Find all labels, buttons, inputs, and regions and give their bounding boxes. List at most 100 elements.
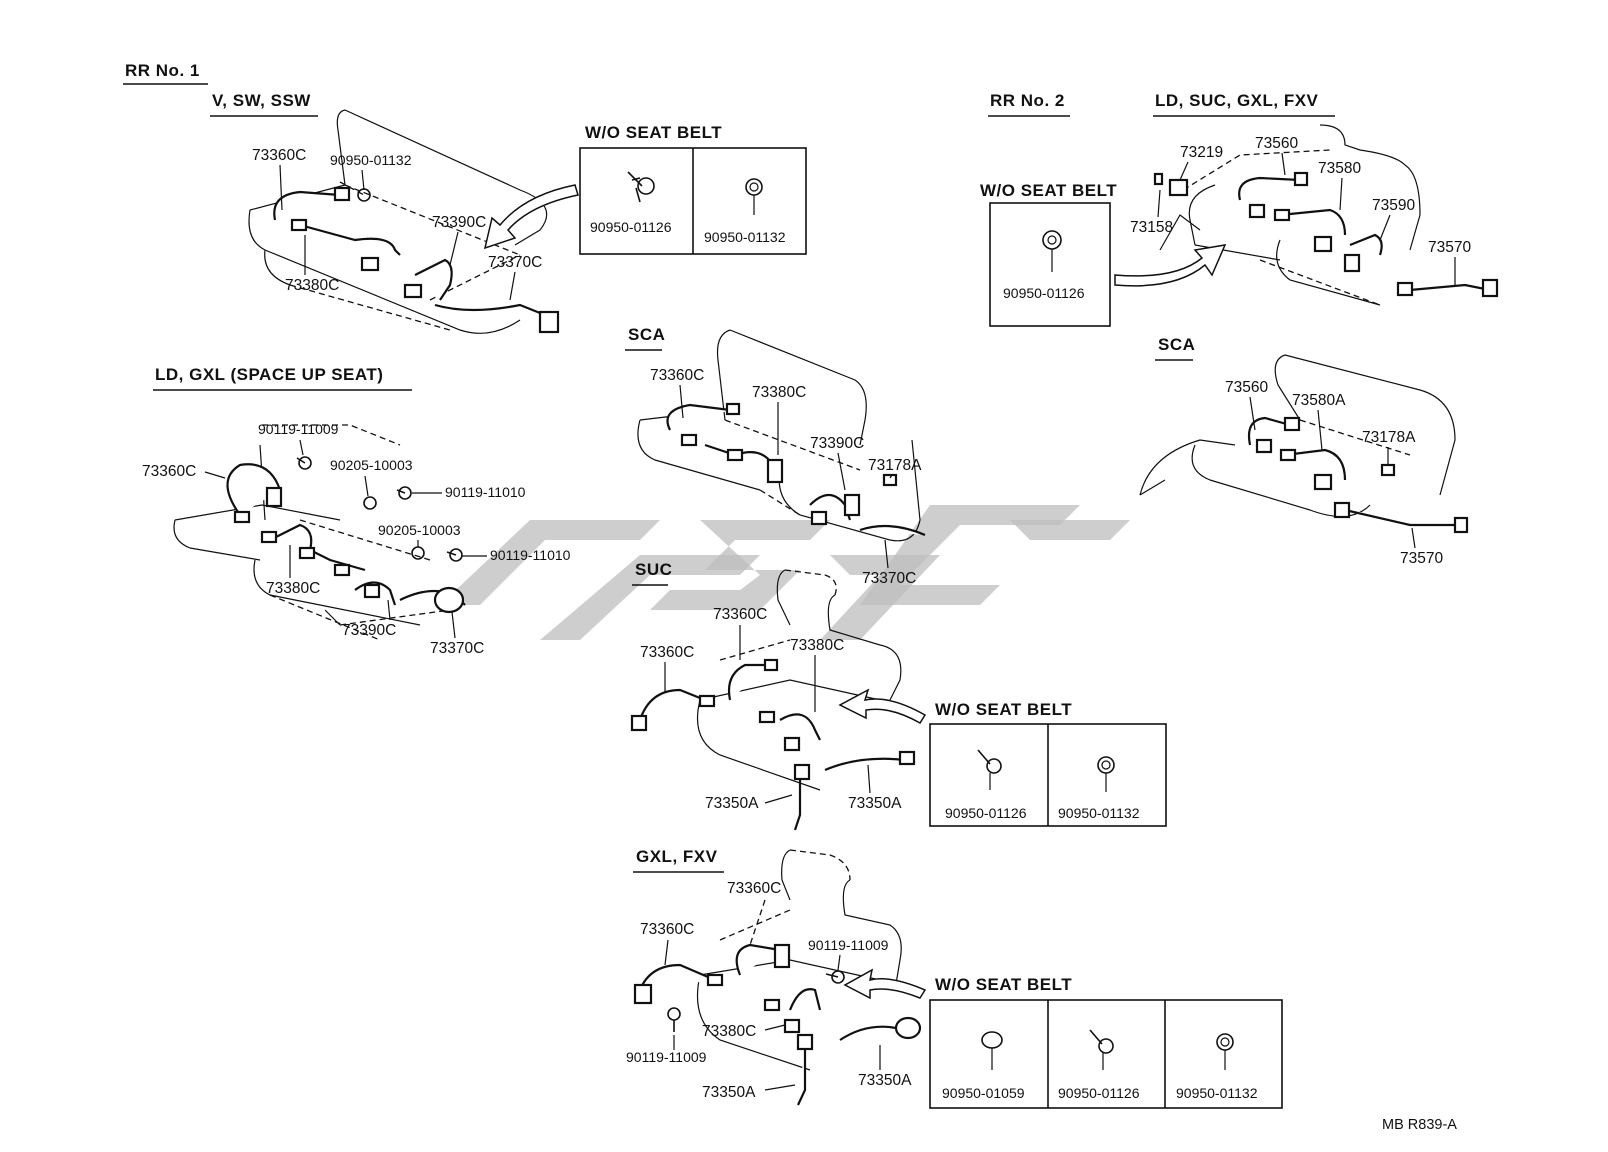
belt-73370c [434, 303, 546, 317]
label-73178a-sca-right: 73178A [1362, 429, 1416, 446]
belt-73580 [1279, 208, 1347, 236]
belt-73380c-suc [779, 713, 821, 741]
belt-73380c-ld [269, 523, 366, 572]
diagram-code: MB R839-A [1382, 1117, 1457, 1133]
belt-73350a-suc-right [824, 757, 906, 772]
label-73570-sca: 73570 [1400, 550, 1443, 567]
section-sca-right: SCA 73560 73580A 73178A 73570 [1139, 335, 1469, 567]
clip-icon [977, 749, 1002, 790]
label-90950-01059: 90950-01059 [942, 1085, 1025, 1101]
label-90950-01132-box2: 90950-01132 [1058, 805, 1140, 821]
section-rr2: RR No. 2 LD, SUC, GXL, FXV 73219 73560 7… [988, 91, 1499, 306]
label-73360c-gxl-a: 73360C [727, 880, 781, 897]
belt-73390c [414, 258, 453, 301]
rivet-icon [981, 1031, 1003, 1070]
label-73380c-sca: 73380C [752, 384, 806, 401]
belt-73380c [299, 223, 401, 256]
wo-seat-belt-box-rr2: W/O SEAT BELT 90950-01126 [980, 181, 1117, 327]
belt-73560 [1238, 176, 1301, 201]
label-73390c: 73390C [432, 214, 486, 231]
section-title-rr1: RR No. 1 [125, 61, 200, 80]
wo-seat-belt-title-gxl: W/O SEAT BELT [935, 975, 1072, 994]
belt-73380c-gxl [788, 988, 822, 1011]
section-title-rr2: RR No. 2 [990, 91, 1065, 110]
label-90119-11010-b: 90119-11010 [490, 547, 571, 563]
belt-73350a-gxl-left [797, 1045, 807, 1106]
label-73390c-ld: 73390C [342, 622, 396, 639]
label-73580: 73580 [1318, 160, 1361, 177]
label-73360c-ld: 73360C [142, 463, 196, 480]
label-73570-rr2: 73570 [1428, 239, 1471, 256]
section-sca-mid: SCA 73360C 73380C 73390C 73178A 73370C [625, 325, 926, 587]
seat-outline-gxl [696, 849, 902, 1071]
label-73219: 73219 [1180, 144, 1223, 161]
label-73350a-suc-right: 73350A [848, 795, 902, 812]
clip-icon [1089, 1029, 1114, 1070]
section-title-gxl-fxv: GXL, FXV [636, 847, 718, 866]
wo-seat-belt-box-suc: W/O SEAT BELT 90950-01126 90950-01132 [929, 700, 1167, 827]
section-title-sca-mid: SCA [628, 325, 665, 344]
watermark-logo [440, 505, 1130, 640]
seat-outline-sca-right [1139, 354, 1456, 518]
label-90205-10003-a: 90205-10003 [330, 457, 413, 473]
pointer-arrow-suc [838, 688, 927, 725]
label-73360c: 73360C [252, 147, 306, 164]
label-73390c-sca: 73390C [810, 435, 864, 452]
label-90119-11009-gxl-b: 90119-11009 [626, 1049, 707, 1065]
pointer-arrow-rr1 [483, 184, 579, 250]
grommet-icon [1216, 1033, 1234, 1070]
label-90950-01132: 90950-01132 [330, 152, 412, 168]
seat-outline-rr1 [248, 109, 548, 334]
section-title-sca-right: SCA [1158, 335, 1195, 354]
label-73158: 73158 [1130, 219, 1173, 236]
belt-73570 [1409, 283, 1491, 292]
label-73380c-gxl: 73380C [702, 1023, 756, 1040]
label-73580a: 73580A [1292, 392, 1346, 409]
label-73380c: 73380C [285, 277, 339, 294]
label-73360c-suc-b: 73360C [640, 644, 694, 661]
label-90950-01126-box2: 90950-01126 [945, 805, 1027, 821]
label-73350a-gxl-left: 73350A [702, 1084, 756, 1101]
label-90950-01126-rr2: 90950-01126 [1003, 285, 1085, 301]
label-90950-01126-box3: 90950-01126 [1058, 1085, 1140, 1101]
label-73360c-gxl-b: 73360C [640, 921, 694, 938]
section-title-ld-suc-gxl-fxv: LD, SUC, GXL, FXV [1155, 91, 1319, 110]
belt-73360c-suc-b [727, 663, 770, 701]
label-90119-11009-ld: 90119-11009 [258, 421, 339, 437]
belt-73560-sca [1247, 416, 1291, 446]
belt-73360c-gxl-b [735, 943, 781, 976]
wo-seat-belt-title-suc: W/O SEAT BELT [935, 700, 1072, 719]
section-ld-gxl: LD, GXL (SPACE UP SEAT) 90119-11009 7336… [142, 365, 571, 657]
belt-73360c-suc-a [638, 688, 706, 721]
label-73370c-ld: 73370C [430, 640, 484, 657]
belt-73580a [1284, 448, 1347, 481]
wo-seat-belt-box-rr1: W/O SEAT BELT 90950-01126 90950-01132 [579, 123, 807, 255]
label-90119-11010-a: 90119-11010 [445, 484, 526, 500]
section-rr1: RR No. 1 V, SW, SSW 73360C 90950-01132 7… [123, 61, 579, 334]
label-73560: 73560 [1255, 135, 1298, 152]
section-suc: SUC 73360C 73360C 73380C 73350A 73350A [630, 560, 927, 831]
belt-73350a-suc-left [793, 775, 802, 831]
label-73380c-ld: 73380C [266, 580, 320, 597]
label-73560-sca: 73560 [1225, 379, 1268, 396]
label-73370c-sca: 73370C [862, 570, 916, 587]
belt-73360c-ld [226, 463, 282, 516]
label-73360c-suc-a: 73360C [713, 606, 767, 623]
label-73178a-sca: 73178A [868, 457, 922, 474]
wo-seat-belt-box-gxl: W/O SEAT BELT 90950-01059 90950-01126 90… [929, 975, 1283, 1109]
belt-73360c-sca [666, 403, 731, 431]
label-90205-10003-b: 90205-10003 [378, 522, 461, 538]
seat-outline-rr2 [1159, 124, 1421, 306]
section-title-ld-gxl: LD, GXL (SPACE UP SEAT) [155, 365, 383, 384]
seat-outline-ld-gxl [173, 444, 421, 626]
label-90950-01132-box3: 90950-01132 [1176, 1085, 1258, 1101]
wo-seat-belt-title-rr1: W/O SEAT BELT [585, 123, 722, 142]
grommet-icon [1097, 756, 1115, 792]
belt-73370c-sca [859, 524, 926, 537]
grommet-icon [745, 178, 763, 215]
label-73370c: 73370C [488, 254, 542, 271]
section-title-suc: SUC [635, 560, 672, 579]
section-gxl-fxv: GXL, FXV 73360C 73360C 90119-11009 73380… [626, 847, 927, 1106]
label-90950-01132-box1: 90950-01132 [704, 229, 786, 245]
